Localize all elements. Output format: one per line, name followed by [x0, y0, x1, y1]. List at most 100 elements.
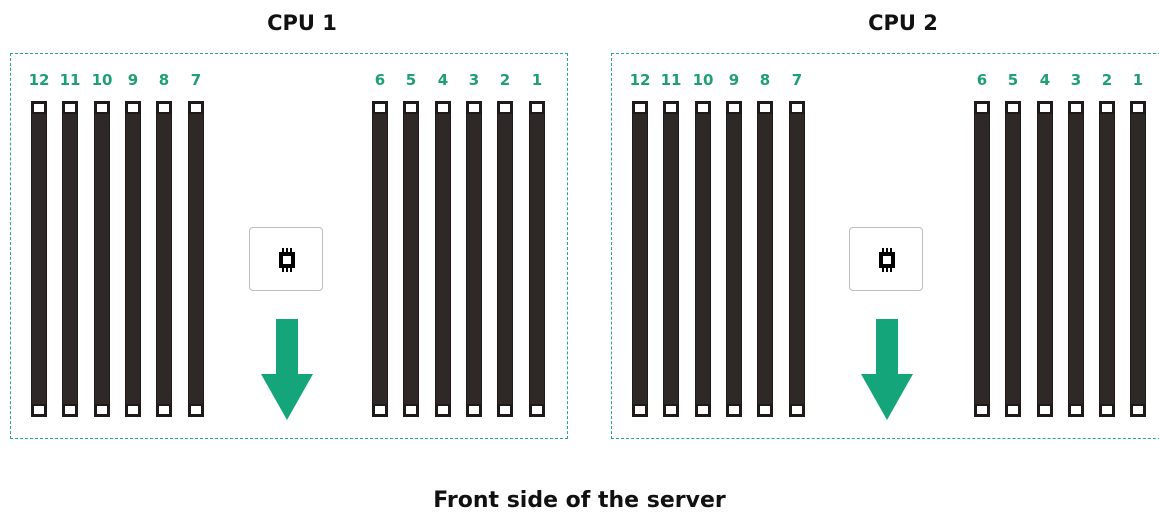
slot-latch: [975, 102, 989, 114]
slot-latch: [126, 404, 140, 416]
slot-latch: [498, 102, 512, 114]
cpu1-slot-label-12: 12: [28, 71, 50, 89]
slot-latch: [467, 404, 481, 416]
slot-latch: [1069, 102, 1083, 114]
slot-latch: [1131, 102, 1145, 114]
cpu1-memory-region: [10, 53, 568, 439]
slot-latch: [790, 102, 804, 114]
slot-latch: [157, 404, 171, 416]
slot-latch: [790, 404, 804, 416]
cpu1-dimm-slot-5: [403, 101, 419, 417]
slot-latch: [189, 102, 203, 114]
cpu2-dimm-slot-1: [1130, 101, 1146, 417]
cpu2-slot-label-3: 3: [1070, 71, 1082, 89]
cpu-chip-icon: [879, 248, 895, 272]
cpu-chip-icon: [279, 248, 295, 272]
cpu2-slot-label-12: 12: [629, 71, 651, 89]
slot-latch: [727, 404, 741, 416]
arrow-down-icon: [261, 319, 313, 420]
cpu1-slot-label-10: 10: [91, 71, 113, 89]
arrow-down-icon: [861, 319, 913, 420]
cpu1-slot-label-5: 5: [405, 71, 417, 89]
slot-latch: [95, 102, 109, 114]
cpu1-slot-label-9: 9: [127, 71, 139, 89]
slot-latch: [633, 404, 647, 416]
cpu2-dimm-slot-11: [663, 101, 679, 417]
cpu2-slot-label-9: 9: [728, 71, 740, 89]
slot-latch: [633, 102, 647, 114]
cpu2-dimm-slot-2: [1099, 101, 1115, 417]
cpu2-processor: [849, 227, 923, 291]
slot-latch: [1038, 102, 1052, 114]
cpu1-slot-label-11: 11: [59, 71, 81, 89]
slot-latch: [1038, 404, 1052, 416]
cpu1-dimm-slot-7: [188, 101, 204, 417]
slot-latch: [1131, 404, 1145, 416]
cpu2-dimm-slot-9: [726, 101, 742, 417]
slot-latch: [373, 404, 387, 416]
cpu1-slot-label-7: 7: [190, 71, 202, 89]
slot-latch: [975, 404, 989, 416]
slot-latch: [530, 404, 544, 416]
cpu2-memory-region: [611, 53, 1159, 439]
cpu2-dimm-slot-8: [757, 101, 773, 417]
slot-latch: [32, 404, 46, 416]
slot-latch: [63, 102, 77, 114]
cpu1-slot-label-4: 4: [437, 71, 449, 89]
cpu1-dimm-slot-2: [497, 101, 513, 417]
cpu2-slot-label-7: 7: [791, 71, 803, 89]
slot-latch: [1006, 404, 1020, 416]
cpu1-dimm-slot-11: [62, 101, 78, 417]
slot-latch: [664, 102, 678, 114]
slot-latch: [404, 102, 418, 114]
cpu1-dimm-slot-1: [529, 101, 545, 417]
cpu2-slot-label-4: 4: [1039, 71, 1051, 89]
slot-latch: [436, 102, 450, 114]
cpu2-slot-label-8: 8: [759, 71, 771, 89]
cpu1-slot-label-8: 8: [158, 71, 170, 89]
slot-latch: [1100, 102, 1114, 114]
cpu2-slot-label-10: 10: [692, 71, 714, 89]
cpu2-dimm-slot-10: [695, 101, 711, 417]
slot-latch: [373, 102, 387, 114]
cpu1-dimm-slot-12: [31, 101, 47, 417]
slot-latch: [1069, 404, 1083, 416]
cpu1-title: CPU 1: [267, 11, 337, 35]
cpu2-dimm-slot-4: [1037, 101, 1053, 417]
slot-latch: [758, 404, 772, 416]
slot-latch: [436, 404, 450, 416]
slot-latch: [758, 102, 772, 114]
cpu1-dimm-slot-8: [156, 101, 172, 417]
cpu2-dimm-slot-5: [1005, 101, 1021, 417]
slot-latch: [467, 102, 481, 114]
cpu1-dimm-slot-4: [435, 101, 451, 417]
cpu2-slot-label-1: 1: [1132, 71, 1144, 89]
cpu1-slot-label-1: 1: [531, 71, 543, 89]
cpu2-dimm-slot-12: [632, 101, 648, 417]
cpu2-slot-label-5: 5: [1007, 71, 1019, 89]
cpu1-dimm-slot-3: [466, 101, 482, 417]
cpu1-dimm-slot-9: [125, 101, 141, 417]
slot-latch: [63, 404, 77, 416]
cpu2-dimm-slot-3: [1068, 101, 1084, 417]
slot-latch: [530, 102, 544, 114]
cpu2-dimm-slot-7: [789, 101, 805, 417]
slot-latch: [727, 102, 741, 114]
cpu1-dimm-slot-10: [94, 101, 110, 417]
slot-latch: [1006, 102, 1020, 114]
slot-latch: [32, 102, 46, 114]
slot-latch: [664, 404, 678, 416]
cpu1-processor: [249, 227, 323, 291]
cpu1-dimm-slot-6: [372, 101, 388, 417]
cpu1-slot-label-3: 3: [468, 71, 480, 89]
slot-latch: [1100, 404, 1114, 416]
slot-latch: [404, 404, 418, 416]
cpu2-slot-label-2: 2: [1101, 71, 1113, 89]
slot-latch: [157, 102, 171, 114]
slot-latch: [498, 404, 512, 416]
slot-latch: [696, 404, 710, 416]
cpu2-title: CPU 2: [868, 11, 938, 35]
cpu2-dimm-slot-6: [974, 101, 990, 417]
slot-latch: [189, 404, 203, 416]
slot-latch: [126, 102, 140, 114]
